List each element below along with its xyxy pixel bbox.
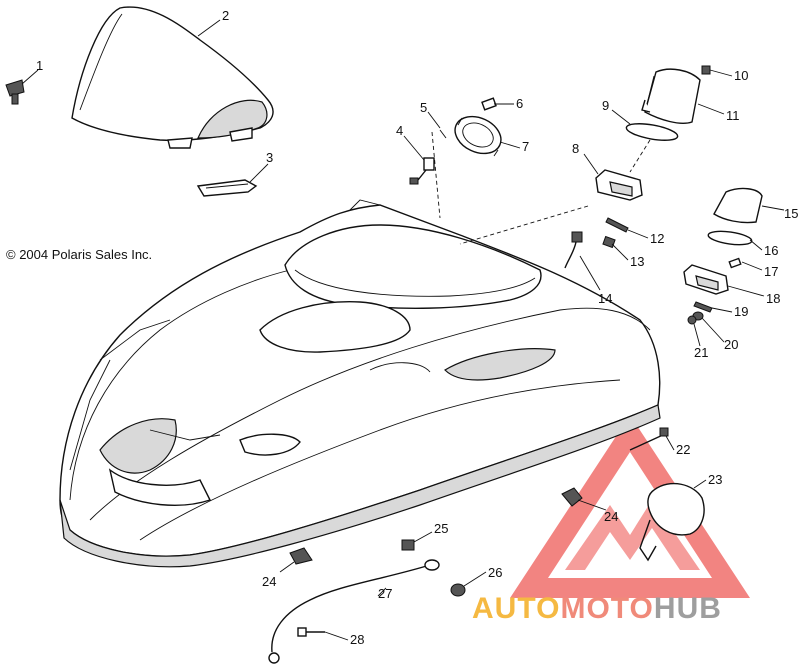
- callout-20: 20: [724, 337, 738, 352]
- watermark-text: AUTOMOTOHUB: [472, 592, 722, 625]
- callout-5: 5: [420, 100, 427, 115]
- callout-24-left: 24: [262, 574, 276, 589]
- part-windshield: [71, 6, 274, 149]
- callout-6: 6: [516, 96, 523, 111]
- part-bulb-17: [728, 257, 742, 269]
- callout-4: 4: [396, 123, 403, 138]
- part-mirror-23: [639, 482, 705, 562]
- watermark-logo: [510, 415, 750, 598]
- callout-27: 27: [378, 586, 392, 601]
- callout-11: 11: [726, 108, 740, 123]
- part-bulb-6: [481, 97, 497, 111]
- part-gauge-11: [641, 68, 701, 124]
- part-ring-16: [707, 230, 753, 246]
- part-bolt-22: [629, 427, 669, 451]
- callout-14: 14: [598, 291, 612, 306]
- part-bezel-7: [439, 115, 502, 157]
- leader-lines: [21, 19, 785, 641]
- part-nut-13: [602, 235, 616, 249]
- callout-15: 15: [784, 206, 798, 221]
- callout-18: 18: [766, 291, 780, 306]
- part-sensor-4: [409, 157, 435, 185]
- copyright-notice: © 2004 Polaris Sales Inc.: [6, 247, 152, 262]
- part-cable-14: [564, 231, 583, 269]
- callout-numbers: 1 2 3 4 5 6 7 8 9 10 11 12 13 14 15 16 1…: [36, 8, 798, 647]
- callout-2: 2: [222, 8, 229, 23]
- callout-13: 13: [630, 254, 644, 269]
- part-lens-9: [625, 123, 679, 141]
- callout-28: 28: [350, 632, 364, 647]
- part-bolt-25: [401, 539, 415, 551]
- part-housing-8: [595, 169, 643, 201]
- callout-3: 3: [266, 150, 273, 165]
- part-clip-10: [701, 65, 711, 75]
- part-screw-19: [693, 301, 713, 313]
- alignment-lines: [431, 131, 651, 245]
- part-screw-12: [605, 217, 629, 233]
- callout-8: 8: [572, 141, 579, 156]
- watermark-moto: MOTO: [560, 592, 653, 625]
- callout-9: 9: [602, 98, 609, 113]
- callout-23: 23: [708, 472, 722, 487]
- watermark-hub: HUB: [654, 592, 722, 625]
- callout-16: 16: [764, 243, 778, 258]
- callout-1: 1: [36, 58, 43, 73]
- callout-7: 7: [522, 139, 529, 154]
- watermark-auto: AUTO: [472, 592, 560, 625]
- callout-26: 26: [488, 565, 502, 580]
- part-nut-26: [450, 583, 466, 597]
- part-nut-21: [687, 315, 697, 325]
- part-gauge-15: [713, 187, 763, 224]
- callout-10: 10: [734, 68, 748, 83]
- callout-25: 25: [434, 521, 448, 536]
- callout-22: 22: [676, 442, 690, 457]
- callout-21: 21: [694, 345, 708, 360]
- part-cable-27: [268, 559, 440, 664]
- callout-17: 17: [764, 264, 778, 279]
- part-bracket-3: [196, 179, 258, 197]
- callout-12: 12: [650, 231, 664, 246]
- part-housing-18: [683, 264, 729, 295]
- callout-19: 19: [734, 304, 748, 319]
- callout-24-right: 24: [604, 509, 618, 524]
- part-screw-1: [5, 79, 25, 105]
- part-hood: [59, 199, 661, 568]
- part-clip-24-right: [561, 487, 583, 507]
- part-clip-24-left: [289, 547, 313, 565]
- part-pin-28: [297, 627, 325, 637]
